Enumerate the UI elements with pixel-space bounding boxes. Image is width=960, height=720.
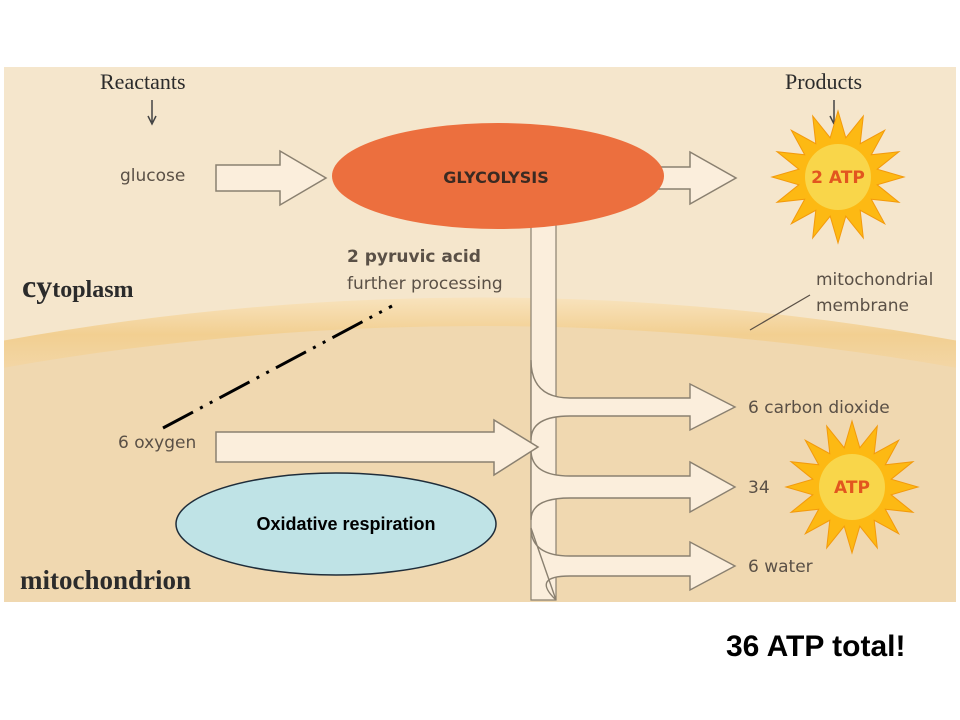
mitochondrial-membrane-band [4, 297, 956, 368]
carbon-dioxide-label: 6 carbon dioxide [748, 398, 890, 418]
reactants-arrow-icon [147, 100, 157, 126]
glucose-arrow-icon [215, 149, 328, 207]
water-label: 6 water [748, 557, 813, 577]
total-atp-label: 36 ATP total! [726, 630, 906, 663]
membrane-label-line1: mitochondrial [816, 270, 933, 290]
cytoplasm-title: cytoplasm [22, 268, 134, 304]
glycolysis-ellipse [332, 123, 664, 229]
atp-34-arrow-icon [530, 449, 737, 521]
oxygen-arrow-icon [215, 418, 540, 477]
products-heading: Products [785, 69, 862, 94]
atp-label: ATP [834, 478, 870, 498]
membrane-leader-line [749, 294, 811, 331]
atp-34-count-label: 34 [748, 478, 770, 498]
carbon-dioxide-arrow-icon [530, 359, 737, 441]
reactants-heading: Reactants [100, 69, 186, 94]
glycolysis-output-arrow-icon [654, 150, 738, 206]
atp-2-label: 2 ATP [811, 168, 865, 188]
pyruvic-acid-label: 2 pyruvic acid [347, 247, 481, 267]
further-processing-label: further processing [347, 274, 503, 294]
oxidative-respiration-oval [175, 472, 497, 576]
glycolysis-label: GLYCOLYSIS [443, 168, 548, 187]
oxidative-respiration-label: Oxidative respiration [256, 514, 435, 534]
atp-sun-burst-icon-2 [784, 419, 920, 555]
atp-sun-burst-icon [770, 109, 906, 245]
dash-dot-pointer-line [162, 304, 393, 430]
membrane-label-line2: membrane [816, 296, 909, 316]
glucose-label: glucose [120, 166, 185, 186]
mitochondrion-title: mitochondrion [20, 565, 191, 595]
oxygen-label: 6 oxygen [118, 433, 196, 453]
water-arrow-icon [530, 527, 737, 601]
